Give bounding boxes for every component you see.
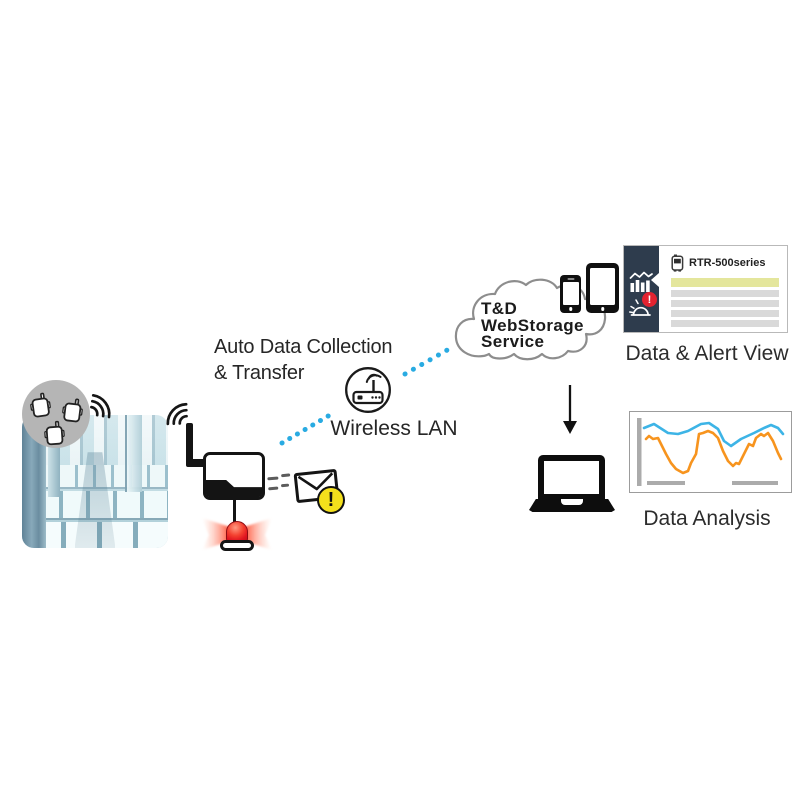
base-station-band [206, 480, 262, 497]
data-analysis-label: Data Analysis [643, 507, 771, 530]
envelope-icon [293, 468, 340, 504]
down-arrow-icon [563, 385, 577, 434]
dotted-link-router-cloud [402, 346, 452, 377]
laptop-icon [538, 455, 605, 499]
data-logger-icon [62, 398, 83, 423]
alert-light-icon [226, 521, 248, 542]
sensor-group-circle [22, 380, 90, 448]
smartphone-icon [560, 275, 581, 313]
cloud-label-line3: Service [481, 332, 545, 351]
selected-item-pointer [651, 273, 659, 287]
base-station-icon [203, 452, 265, 500]
alert-count-badge: ! [642, 292, 657, 307]
tablet-icon [586, 263, 619, 313]
auto-collection-label: Auto Data Collection & Transfer [214, 334, 393, 386]
warning-icon: ! [317, 486, 345, 514]
panel-sidebar: ! [624, 246, 659, 332]
wireless-lan-label: Wireless LAN [330, 417, 458, 440]
factory-photo [22, 415, 168, 548]
analysis-chart [637, 418, 785, 486]
auto-collection-line2: & Transfer [214, 362, 305, 384]
alert-light-base [220, 540, 254, 551]
rtr-device-icon [671, 254, 684, 272]
factory-pillar [125, 415, 142, 493]
antenna-icon [190, 459, 207, 467]
wifi-signal-icon [90, 393, 111, 419]
data-logger-icon [30, 392, 51, 418]
wireless-router-icon [345, 367, 391, 413]
laptop-base [529, 499, 615, 512]
antenna-icon [186, 423, 193, 467]
cloud-service-label: T&D WebStorage Service [481, 299, 584, 351]
alert-light-stem [233, 500, 236, 525]
bar-chart-icon [629, 271, 653, 292]
factory-machine-row [30, 522, 168, 548]
alarm-icon [629, 299, 651, 316]
cloud-label-line2: WebStorage [481, 315, 584, 335]
data-analysis-panel [629, 411, 792, 493]
data-alert-panel: ! RTR-500series [623, 245, 788, 333]
alert-rows [671, 278, 779, 330]
rtr-series-label: RTR-500series [689, 257, 766, 269]
dotted-link-station-router [279, 409, 338, 446]
laptop-screen [544, 461, 599, 494]
data-logger-icon [44, 420, 65, 446]
wifi-signal-icon [166, 402, 188, 426]
data-alert-view-label: Data & Alert View [625, 342, 789, 365]
auto-collection-line1: Auto Data Collection [214, 336, 393, 358]
cloud-label-line1: T&D [481, 299, 518, 318]
